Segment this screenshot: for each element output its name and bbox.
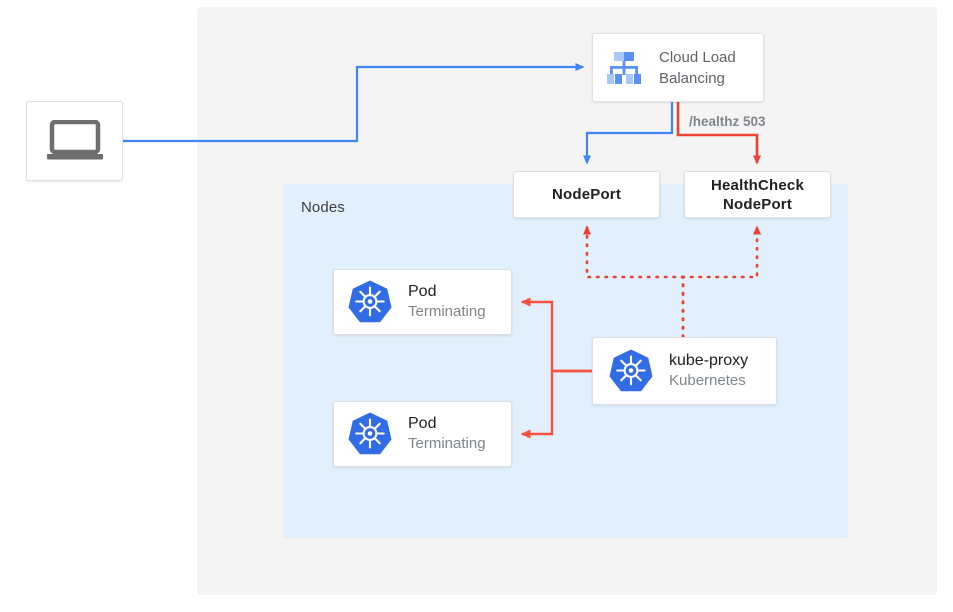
pod-node-2[interactable]: Pod Terminating	[333, 401, 512, 467]
pod-1-title: Pod	[408, 283, 437, 300]
edge-kubeproxy-to-pod-2	[520, 369, 592, 439]
cloud-load-balancing-node[interactable]: Cloud Load Balancing	[592, 33, 764, 102]
healthcheck-nodeport-node[interactable]: HealthCheck NodePort	[684, 171, 831, 218]
pod-2-title: Pod	[408, 415, 437, 432]
pod-2-status: Terminating	[408, 435, 486, 452]
cloud-load-balancing-label: Cloud Load Balancing	[659, 47, 736, 89]
kube-proxy-node[interactable]: kube-proxy Kubernetes	[592, 337, 777, 405]
pod-1-text: Pod Terminating	[408, 282, 486, 322]
healthcheck-nodeport-line1: HealthCheck	[710, 176, 805, 194]
pod-1-status: Terminating	[408, 303, 486, 320]
edge-clb-to-healthcheck-nodeport	[676, 102, 761, 165]
nodeport-label: NodePort	[551, 186, 622, 203]
laptop-icon	[46, 120, 104, 162]
kube-proxy-title: kube-proxy	[669, 352, 749, 369]
nodes-panel-label: Nodes	[301, 199, 345, 216]
edge-clb-to-nodeport	[583, 102, 674, 165]
kubernetes-icon	[607, 347, 655, 395]
edge-kubeproxy-to-pod-1	[520, 297, 592, 373]
clb-label-line1: Cloud Load	[659, 48, 736, 66]
edge-kubeproxy-to-healthcheck-dotted	[681, 225, 761, 339]
nodeport-node[interactable]: NodePort	[513, 171, 660, 218]
edge-label-healthz: /healthz 503	[689, 114, 766, 129]
pod-node-1[interactable]: Pod Terminating	[333, 269, 512, 335]
edge-kubeproxy-to-nodeports-dotted	[583, 225, 685, 339]
clb-label-line2: Balancing	[659, 69, 725, 87]
cloud-load-balancing-icon	[603, 47, 645, 89]
healthcheck-nodeport-line2: NodePort	[722, 195, 793, 213]
pod-2-text: Pod Terminating	[408, 414, 486, 454]
edge-client-to-clb	[123, 63, 585, 143]
healthcheck-nodeport-label: HealthCheck NodePort	[711, 176, 804, 214]
kube-proxy-text: kube-proxy Kubernetes	[669, 351, 748, 391]
kubernetes-icon	[346, 278, 394, 326]
client-node[interactable]	[26, 101, 123, 181]
kube-proxy-subtitle: Kubernetes	[669, 372, 746, 389]
kubernetes-icon	[346, 410, 394, 458]
